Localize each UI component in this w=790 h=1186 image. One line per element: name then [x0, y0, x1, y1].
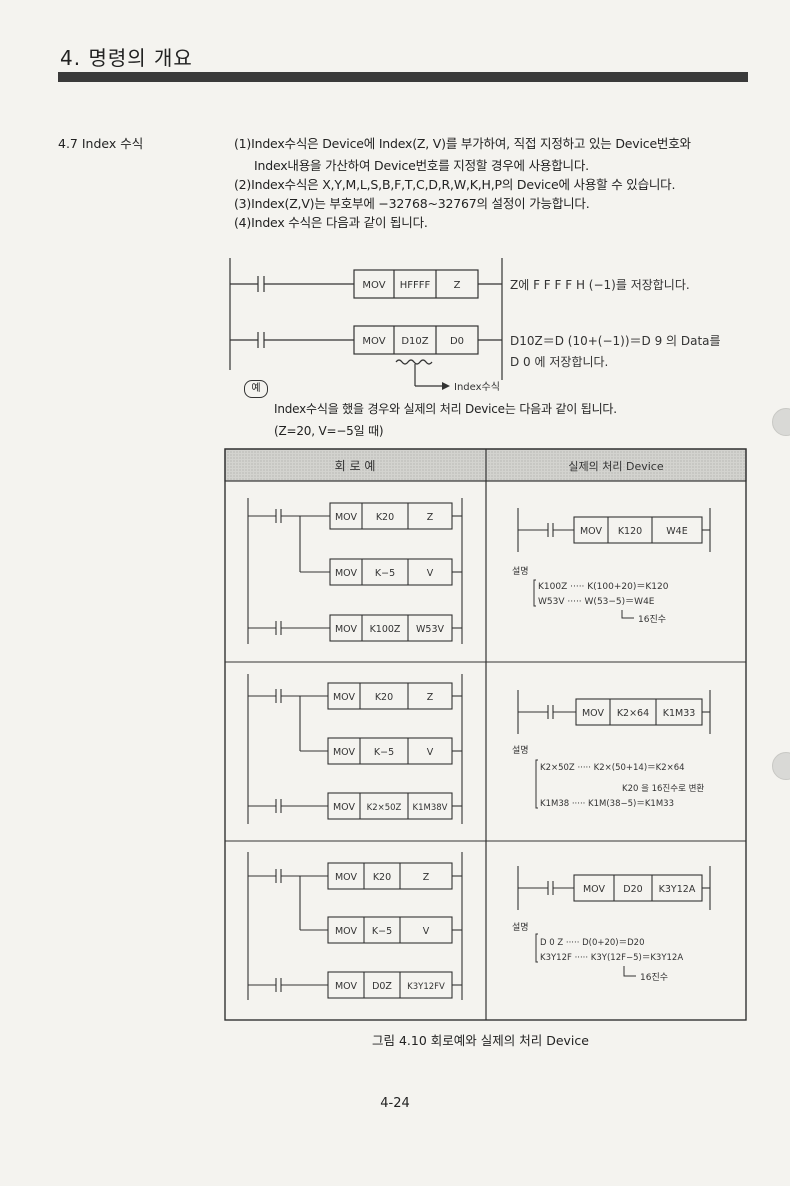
r2-c1-op: MOV — [333, 692, 356, 703]
figure-caption: 그림 4.10 회로예와 실제의 처리 Device — [372, 1033, 589, 1048]
r3-c3-dst: K3Y12FV — [407, 982, 445, 992]
rung2-dst: D0 — [450, 336, 464, 347]
r2-c3-src: K2×50Z — [367, 803, 402, 813]
rung2-desc1: D10Z＝D (10+(−1))＝D 9 의 Data를 — [510, 334, 721, 348]
r1-explain-2: W53V ····· W(53−5)＝W4E — [538, 597, 655, 607]
r3-c1-src: K20 — [373, 872, 391, 883]
r2-explain-1: K2×50Z ····· K2×(50+14)＝K2×64 — [540, 763, 685, 773]
binder-hole-bottom — [772, 752, 790, 780]
r3-actual-dst: K3Y12A — [659, 884, 696, 895]
r2-explain-title: 설명 — [512, 745, 529, 756]
r2-c3-dst: K1M38V — [413, 803, 448, 813]
r2-c2-op: MOV — [333, 747, 356, 758]
r1-c3-op: MOV — [335, 624, 358, 635]
binder-hole-top — [772, 408, 790, 436]
header-rule — [58, 72, 748, 82]
rung2-desc2: D 0 에 저장합니다. — [510, 355, 608, 369]
r2-actual-dst: K1M33 — [663, 708, 696, 719]
r2-explain-2: K1M38 ····· K1M(38−5)＝K1M33 — [540, 799, 674, 809]
chapter-title: 4. 명령의 개요 — [60, 46, 193, 70]
r2-c1-src: K20 — [375, 692, 393, 703]
r3-explain-title: 설명 — [512, 922, 529, 933]
circuit-table: 회 로 예 실제의 처리 Device MOV K20 Z MOV K−5 V … — [224, 448, 747, 1021]
r1-explain-1: K100Z ····· K(100+20)＝K120 — [538, 582, 669, 592]
r1-c3-dst: W53V — [416, 624, 444, 635]
r2-actual-op: MOV — [582, 708, 605, 719]
r1-note: 16진수 — [638, 614, 666, 625]
rung1-desc: Z에 F F F F H (−1)를 저장합니다. — [510, 278, 690, 292]
r2-c2-src: K−5 — [374, 747, 394, 758]
r1-c1-op: MOV — [335, 512, 358, 523]
r1-c3-src: K100Z — [370, 624, 401, 635]
r3-c2-dst: V — [423, 926, 430, 937]
r1-c2-dst: V — [427, 568, 434, 579]
r3-actual-op: MOV — [583, 884, 606, 895]
r3-c3-op: MOV — [335, 981, 358, 992]
r2-c1-dst: Z — [427, 692, 434, 703]
r3-explain-2: K3Y12F ····· K3Y(12F−5)＝K3Y12A — [540, 953, 683, 963]
r1-c2-src: K−5 — [375, 568, 395, 579]
rung1-op: MOV — [362, 280, 385, 291]
r3-c2-op: MOV — [335, 926, 358, 937]
r3-c3-src: D0Z — [372, 981, 392, 992]
paragraph-2: (2)Index수식은 X,Y,M,L,S,B,F,T,C,D,R,W,K,H,… — [234, 177, 676, 192]
r3-c2-src: K−5 — [372, 926, 392, 937]
section-title: 4.7 Index 수식 — [58, 136, 144, 151]
r2-actual-src: K2×64 — [617, 708, 649, 719]
r1-actual-op: MOV — [580, 526, 603, 537]
index-label: Index수식 — [454, 381, 500, 393]
r1-actual-src: K120 — [618, 526, 642, 537]
r3-explain-1: D 0 Z ····· D(0+20)＝D20 — [540, 938, 644, 948]
paragraph-3: (3)Index(Z,V)는 부호부에 −32768~32767의 설정이 가능… — [234, 196, 590, 211]
example-badge: 예 — [244, 380, 268, 398]
r2-c3-op: MOV — [333, 802, 356, 813]
r2-c2-dst: V — [427, 747, 434, 758]
rung2-op: MOV — [362, 336, 385, 347]
page-number: 4-24 — [380, 1096, 410, 1111]
example-line-2: (Z=20, V=−5일 때) — [274, 424, 384, 438]
rung1-dst: Z — [454, 280, 461, 291]
r3-c1-dst: Z — [423, 872, 430, 883]
rung1-src: HFFFF — [400, 280, 431, 291]
top-ladder-diagram: MOV HFFFF Z MOV D10Z D0 Index수식 Z에 F F F… — [229, 258, 721, 393]
r1-c2-op: MOV — [335, 568, 358, 579]
table-header-right: 실제의 처리 Device — [568, 460, 663, 473]
paragraph-4: (4)Index 수식은 다음과 같이 됩니다. — [234, 215, 428, 230]
rung2-src: D10Z — [401, 336, 428, 347]
r1-explain-title: 설명 — [512, 566, 529, 577]
example-line-1: Index수식을 했을 경우와 실제의 처리 Device는 다음과 같이 됩니… — [274, 402, 617, 416]
paragraph-1: (1)Index수식은 Device에 Index(Z, V)를 부가하여, 직… — [234, 136, 691, 151]
r3-c1-op: MOV — [335, 872, 358, 883]
r1-c1-src: K20 — [376, 512, 394, 523]
table-header-left: 회 로 예 — [335, 459, 376, 473]
r3-note: 16진수 — [640, 972, 668, 983]
r1-c1-dst: Z — [427, 512, 434, 523]
r2-note: K20 을 16진수로 변환 — [622, 783, 704, 794]
r1-actual-dst: W4E — [666, 526, 687, 537]
r3-actual-src: D20 — [623, 884, 642, 895]
paragraph-1b: Index내용을 가산하여 Device번호를 지정할 경우에 사용합니다. — [254, 158, 589, 173]
